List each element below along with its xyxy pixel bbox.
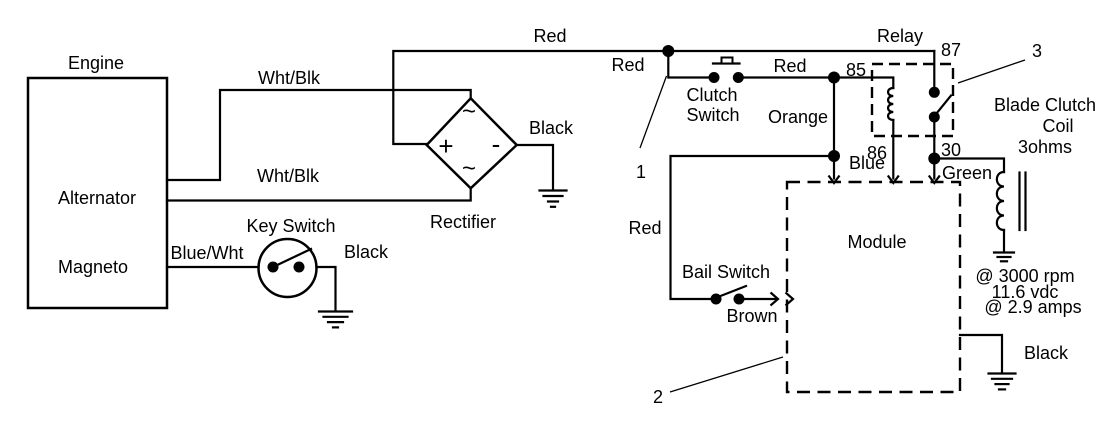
key-switch-contact-right — [293, 261, 305, 273]
black-rectifier-label: Black — [529, 118, 574, 138]
engine-label: Engine — [68, 53, 124, 73]
wire-wht-blk-top — [165, 88, 472, 182]
relay-box — [870, 62, 955, 138]
wire-rectifier-ground — [515, 143, 555, 191]
black-key-label: Black — [344, 242, 389, 262]
wire-wht-blk-bottom — [165, 187, 472, 202]
rectifier-minus: - — [492, 129, 501, 159]
ground-coil — [992, 251, 1016, 263]
rectifier-plus: + — [438, 131, 453, 161]
rectifier-label: Rectifier — [430, 212, 496, 232]
clutch-switch-label-2: Switch — [686, 105, 739, 125]
red-bail-label: Red — [628, 218, 661, 238]
clutch-switch-label-1: Clutch — [686, 85, 737, 105]
alternator-label: Alternator — [58, 188, 136, 208]
blade-clutch-label-2: Coil — [1042, 116, 1073, 136]
key-switch-label: Key Switch — [246, 216, 335, 236]
key-switch-blade — [271, 247, 313, 269]
bail-switch-label: Bail Switch — [682, 262, 770, 282]
relay-coil-symbol — [886, 86, 895, 122]
relay-contact-87 — [928, 86, 940, 98]
red-top-label: Red — [533, 26, 566, 46]
wire-85-to-coil — [832, 76, 895, 90]
orange-label: Orange — [768, 107, 828, 127]
wire-30-to-coil — [933, 157, 1006, 174]
relay-label: Relay — [877, 26, 923, 46]
arrow-bail-chevron-1 — [769, 291, 780, 307]
arrow-bail-chevron-2 — [784, 291, 795, 307]
blue-label: Blue — [849, 153, 885, 173]
callout-2-line — [669, 356, 784, 393]
clutch-switch-contact-left — [708, 72, 720, 83]
engine-box — [26, 76, 169, 310]
relay-pin-86: 86 — [867, 143, 887, 163]
relay-blade — [934, 93, 953, 116]
brown-label: Brown — [726, 306, 777, 326]
red-clutch-label: Red — [773, 56, 806, 76]
black-module-label: Black — [1024, 343, 1069, 363]
green-label: Green — [942, 163, 992, 183]
rectifier-ac-bottom: ~ — [462, 155, 476, 182]
wire-module-to-ground — [958, 333, 1004, 374]
module-label: Module — [847, 232, 906, 252]
blue-wht-label: Blue/Wht — [170, 243, 243, 263]
wht-blk-bottom-label: Wht/Blk — [257, 166, 320, 186]
coil-spec-vdc: 11.6 vdc — [992, 282, 1059, 302]
ground-rectifier — [538, 189, 568, 208]
wire-key-to-ground — [315, 265, 337, 312]
red-branch-label: Red — [611, 55, 644, 75]
magneto-label: Magneto — [58, 257, 128, 277]
callout-2-label: 2 — [653, 387, 663, 407]
wire-red-bail — [669, 154, 836, 301]
relay-pin-30: 30 — [941, 140, 961, 160]
ground-module — [987, 372, 1017, 391]
callout-3-line — [957, 59, 1026, 84]
wht-blk-top-label: Wht/Blk — [258, 68, 321, 88]
wire-red-to-clutch — [667, 49, 716, 79]
relay-pin-85: 85 — [846, 60, 866, 80]
coil-spec-rpm: @ 3000 rpm — [975, 266, 1074, 286]
callout-1-label: 1 — [636, 162, 646, 182]
clutch-switch-button — [720, 56, 734, 65]
rectifier-symbol — [424, 96, 519, 191]
blade-clutch-coil-symbol — [995, 170, 1006, 232]
rectifier-ac-top: ~ — [462, 98, 476, 125]
blade-clutch-label-1: Blade Clutch — [994, 95, 1096, 115]
relay-pin-87: 87 — [941, 40, 961, 60]
coil-spec-amps: @ 2.9 amps — [984, 297, 1081, 317]
callout-1-line — [639, 75, 668, 149]
ground-key-switch — [317, 310, 354, 329]
callout-3-label: 3 — [1032, 41, 1042, 61]
module-box — [785, 180, 962, 394]
blade-clutch-label-3: 3ohms — [1018, 137, 1072, 157]
bail-switch-blade — [716, 284, 748, 299]
key-switch-symbol — [257, 237, 318, 299]
